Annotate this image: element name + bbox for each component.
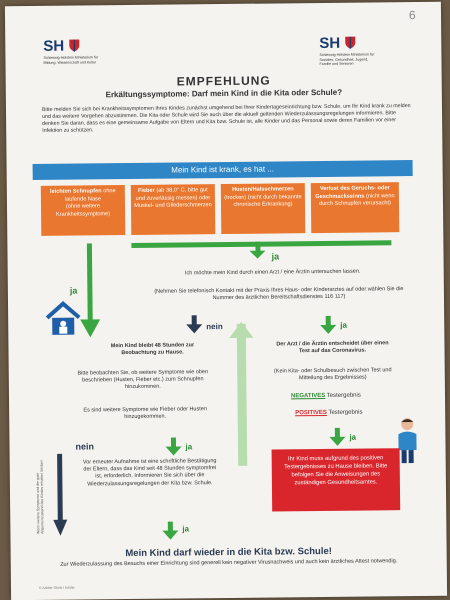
logo-left-subtitle: Schleswig-Holstein Ministerium für Bildu… [43, 55, 99, 65]
positives-label: POSITIVES [295, 409, 327, 417]
handwritten-page-number: 6 [408, 7, 416, 23]
arrow-down-icon [53, 453, 68, 536]
ja-label: ja [185, 442, 193, 452]
side-note-wrapper: Wenn weitere Symptome und der gute Allge… [34, 446, 53, 536]
ja-label: ja [349, 432, 357, 442]
symptom-box-schnupfen: leichten Schnupfen ohne laufende Nase(oh… [40, 185, 126, 236]
logo-right: SH Schleswig-Holstein Ministerium für So… [319, 34, 379, 66]
arrow-down-icon [186, 315, 203, 334]
observe-text: Bitte beobachten Sie, ob weitere Symptom… [77, 369, 209, 391]
testergebnis-label: Testergebnis [326, 392, 361, 399]
symptom-box-fieber: Fieber (ab 38,0° C, bitte gut und zuverl… [130, 184, 216, 235]
arrow-down-icon [329, 427, 346, 446]
ja-label: ja [69, 285, 78, 296]
ja-label: ja [340, 320, 347, 330]
arrow-down-icon [249, 250, 266, 259]
logo-left: SH Schleswig-Holstein Ministerium für Bi… [43, 37, 103, 65]
symptom-text: (trocken) (nicht durch bekannte chronisc… [224, 193, 302, 209]
no-visit-text: (Kein Kita- oder Schulbesuch zwischen Te… [273, 367, 392, 382]
nein-label: nein [206, 322, 223, 332]
doctor-text: Ich möchte mein Kind durch einen Arzt / … [184, 268, 361, 277]
ja-label: ja [182, 524, 190, 534]
positive-result-box: Ihr Kind muss aufgrund des positiven Tes… [271, 448, 401, 512]
stay-home-text: Mein Kind bleibt 48 Stunden zur Beobacht… [110, 342, 195, 357]
negative-result: NEGATIVES Testergebnis [291, 393, 361, 400]
symptom-sub: (ohne weitere Krankheitssymptome) [56, 203, 111, 218]
symptom-banner: Mein Kind ist krank, es hat ... [32, 160, 413, 181]
arrow-down-left-icon [80, 243, 101, 338]
contact-text: (Nehmen Sie telefonisch Kontakt mit der … [154, 286, 404, 302]
house-icon [45, 301, 81, 335]
ja-label: ja [271, 251, 280, 262]
doctor-decides-text: Der Arzt / die Ärztin entscheidet über e… [276, 340, 389, 355]
further-symptoms-text: Es sind weitere Symptome wie Fieber oder… [83, 406, 207, 421]
final-note: Zur Wiederzulassung des Besuchs einer Ei… [60, 558, 398, 568]
written-confirm-text: Vor erneuter Aufnahme ist eine schriftli… [82, 458, 217, 488]
symptom-strong: Husten/Halsschmerzen [232, 186, 294, 193]
document-page: 6 SH Schleswig-Holstein Ministerium für … [4, 1, 448, 600]
intro-paragraph: Bitte melden Sie sich bei Krankheitssymp… [41, 103, 411, 134]
logo-right-subtitle: Schleswig-Holstein Ministerium für Sozia… [319, 52, 375, 67]
symptom-strong: Fieber [137, 187, 155, 194]
nein-label: nein [75, 441, 95, 452]
arrow-down-icon [320, 315, 337, 334]
arrow-down-icon [162, 521, 179, 540]
logo-left-sh: SH [43, 37, 65, 55]
symptom-box-geruch: Verlust des Geruchs- oder Geschmackssinn… [310, 182, 400, 234]
side-note: Wenn weitere Symptome und der gute Allge… [35, 460, 45, 534]
arrow-down-icon [165, 437, 182, 456]
crest-icon [345, 36, 356, 49]
flow-connector-bar [131, 240, 392, 248]
doctor-icon [398, 418, 417, 464]
testergebnis-label: Testergebnis [328, 409, 363, 416]
image-credit: © Adobe Stock / fotolia [38, 585, 75, 590]
arrow-up-icon [229, 321, 254, 466]
crest-icon [69, 39, 80, 52]
logo-right-sh: SH [319, 34, 341, 53]
symptom-strong: leichten Schnupfen [50, 188, 102, 195]
symptom-box-husten: Husten/Halsschmerzen (trocken) (nicht du… [220, 183, 306, 235]
positive-result: POSITIVES Testergebnis [295, 410, 362, 417]
negatives-label: NEGATIVES [290, 392, 326, 400]
